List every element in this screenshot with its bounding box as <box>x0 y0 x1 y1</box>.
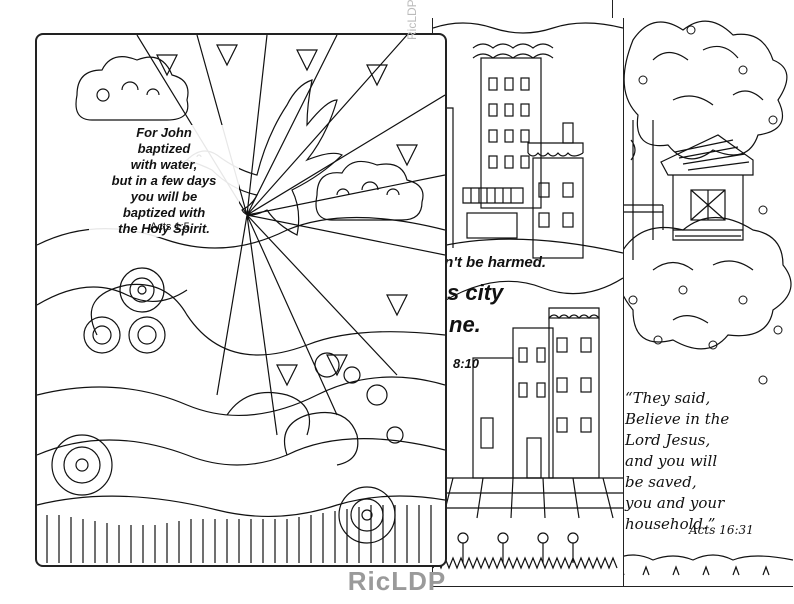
verse-line: with water, <box>130 157 198 172</box>
verse-line: “They said, <box>625 389 711 407</box>
verse-line: be saved, <box>625 473 697 491</box>
verse-line: and you will <box>625 452 718 470</box>
verse-line: you will be <box>130 189 198 204</box>
verse-line: baptized <box>137 141 191 156</box>
verse-text-acts-16-31: “They said, Believe in the Lord Jesus, a… <box>625 388 793 535</box>
dove-zentangle-illustration <box>37 35 445 563</box>
verse-text-city: on't be harmed. s city ne. 8:10 <box>435 254 547 371</box>
verse-line: Believe in the <box>625 410 730 428</box>
verse-reference: Acts 16:31 <box>689 523 754 537</box>
watermark-text: RicLDP <box>347 566 447 596</box>
verse-line: on't be harmed. <box>435 254 547 271</box>
verse-line: household.” <box>625 515 716 533</box>
coloring-page-acts-1-5: For John baptized with water, but in a f… <box>35 33 447 567</box>
verse-reference: Acts 1:5 <box>150 221 190 233</box>
verse-line: the Holy Spirit. <box>118 221 210 236</box>
verse-line: ne. <box>449 312 481 337</box>
watermark-vertical: RicLDP <box>405 0 419 40</box>
verse-line: 8:10 <box>453 356 480 371</box>
verse-line: but in a few days <box>111 173 217 188</box>
verse-line: s city <box>447 280 504 305</box>
verse-line: you and your <box>625 494 725 512</box>
verse-line: baptized with <box>122 205 206 220</box>
verse-line: Lord Jesus, <box>625 431 711 449</box>
coloring-page-acts-16-31: “They said, Believe in the Lord Jesus, a… <box>612 0 793 587</box>
verse-text-acts-1-5: For John baptized with water, but in a f… <box>89 125 239 237</box>
coloring-page-city: on't be harmed. s city ne. 8:10 <box>432 18 624 587</box>
verse-line: For John <box>136 125 192 140</box>
